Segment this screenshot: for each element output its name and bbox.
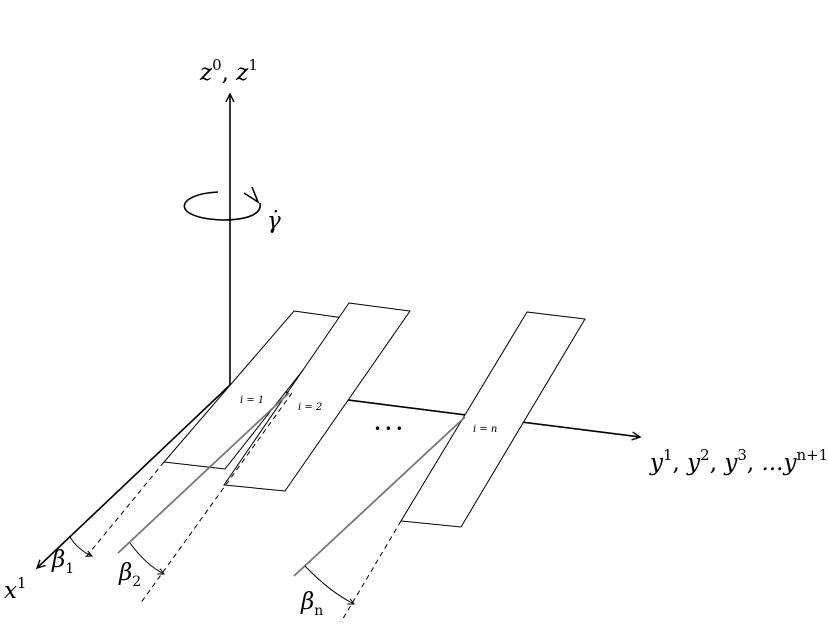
blade-1-dashed-line: [85, 461, 165, 558]
ellipsis: • • •: [374, 422, 403, 436]
rotation-arrowhead-icon: [243, 186, 260, 205]
x-axis: [37, 384, 231, 568]
rotation-label: γ̇: [267, 208, 281, 234]
z-axis-label: z0, z1: [199, 56, 258, 86]
angle-arc-beta-1: [69, 536, 92, 556]
angle-label-beta-1: β1: [51, 547, 74, 577]
plate-n: [400, 311, 586, 528]
angle-label-beta-2: β2: [118, 560, 141, 590]
angle-arc-beta-2: [129, 542, 164, 574]
blade-n-gray-line: [293, 416, 466, 577]
blade-2-gray-line: [117, 392, 290, 554]
blade-n-dashed-line: [340, 520, 402, 623]
rotation-arrow-icon: [183, 191, 261, 221]
blade-2-dashed-line: [139, 392, 293, 605]
y-axis-label: y1, y2, y3, ...yn+1: [649, 446, 828, 476]
x-axis-label: x1: [4, 574, 27, 604]
angle-arc-beta-n: [304, 565, 354, 604]
plate-1-label: i = 1: [240, 395, 264, 406]
plate-2-label: i = 2: [298, 402, 322, 413]
angle-label-beta-n: βn: [300, 589, 323, 619]
plate-1: [163, 310, 345, 470]
plate-2: [223, 302, 411, 492]
plate-n-label: i = n: [473, 424, 497, 435]
